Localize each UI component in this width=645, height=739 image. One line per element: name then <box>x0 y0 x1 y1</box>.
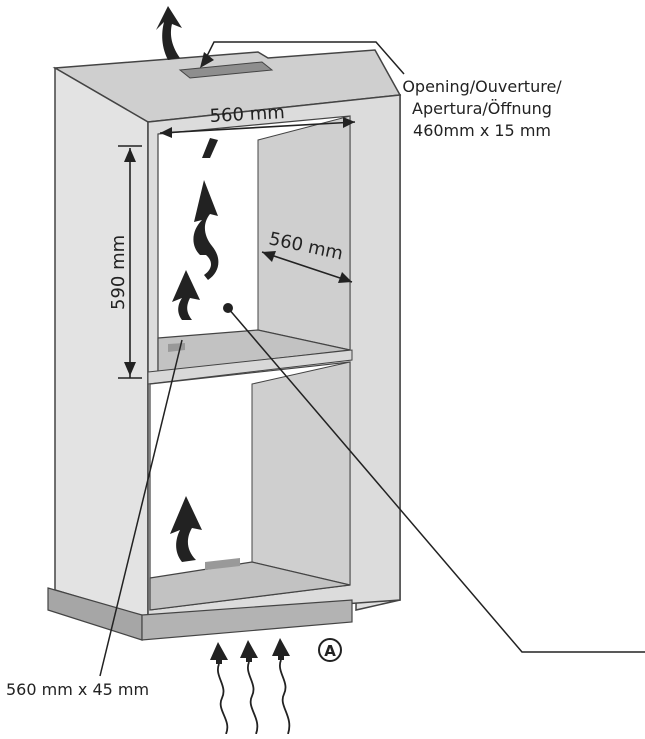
top-opening-slot <box>178 61 274 79</box>
airflow-arrows <box>156 6 290 664</box>
opening-label-line-1: Opening/Ouverture/ <box>402 77 562 96</box>
middle-divider <box>147 349 353 385</box>
intake-air-lines <box>217 659 291 735</box>
opening-leader-arrow <box>200 52 214 68</box>
height-arrow-top <box>124 148 136 162</box>
width-dimension-line <box>159 121 356 134</box>
plinth-front <box>141 599 353 641</box>
opening-label: Opening/Ouverture/ Apertura/Öffnung 460m… <box>372 76 592 142</box>
lower-niche-right-wall <box>251 361 351 586</box>
airflow-arrow-upper-lower <box>172 270 200 320</box>
opening-label-line-2: Apertura/Öffnung <box>412 99 552 118</box>
intake-arrow-2 <box>240 640 258 662</box>
opening-label-line-3: 460mm x 15 mm <box>413 121 551 140</box>
opening-leader-line <box>203 41 405 75</box>
depth-dimension-line <box>261 251 353 283</box>
airflow-arrow-lower <box>170 496 202 562</box>
lower-shelf-slot <box>205 558 240 570</box>
depth-arrow-front <box>262 251 276 262</box>
height-arrow-bottom <box>124 362 136 376</box>
bottom-vent-label: 560 mm x 45 mm <box>6 680 150 699</box>
intake-arrow-3 <box>272 638 290 660</box>
width-dimension-label: 560 mm <box>209 102 285 127</box>
airflow-arrow-top <box>156 6 182 60</box>
vent-leader-line <box>99 339 183 677</box>
width-arrow-left <box>160 127 172 138</box>
marker-a-circle <box>318 638 342 662</box>
intake-line-2 <box>247 661 259 735</box>
reference-leader-line <box>227 307 645 653</box>
airflow-arrow-upper-stub <box>202 138 218 158</box>
width-arrow-right <box>343 117 355 128</box>
intake-line-3 <box>279 659 291 735</box>
depth-arrow-back <box>338 272 352 283</box>
intake-arrow-1 <box>210 642 228 664</box>
intake-line-1 <box>217 663 229 735</box>
airflow-arrow-upper-s <box>193 180 219 280</box>
height-dimension-label: 590 mm <box>108 235 129 310</box>
marker-a-label: A <box>324 642 336 660</box>
